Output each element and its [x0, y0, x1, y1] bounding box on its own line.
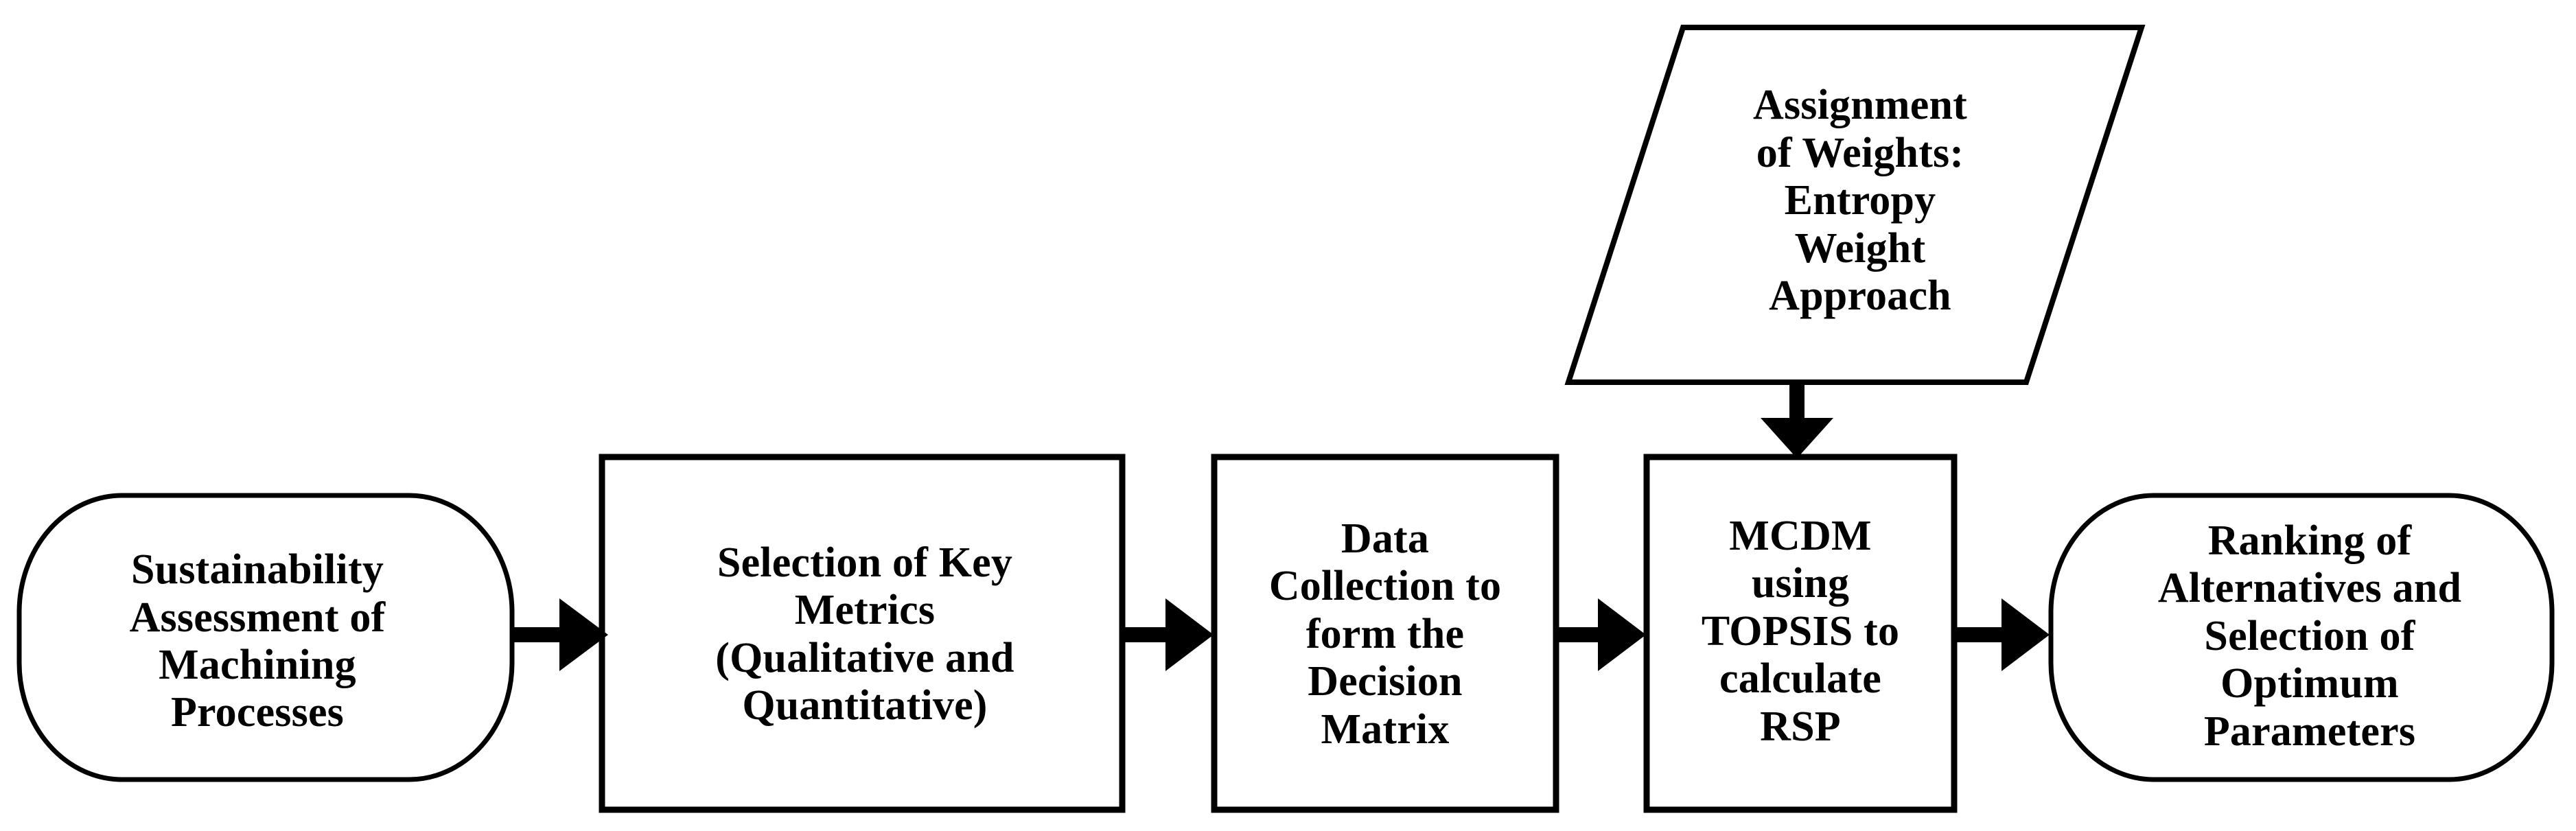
node-shape-mcdm[interactable]	[1643, 454, 1958, 813]
edge-data-to-mcdm	[1557, 598, 1646, 671]
node-shape-weights[interactable]	[1564, 25, 2146, 385]
edge-start-to-metrics	[511, 598, 608, 671]
edge-metrics-to-data	[1123, 598, 1214, 671]
edge-weights-to-mcdm	[1761, 382, 1833, 458]
node-shape-metrics[interactable]	[599, 454, 1126, 813]
node-shape-ranking[interactable]	[2048, 493, 2555, 782]
node-shape-start[interactable]	[16, 493, 515, 782]
edge-mcdm-to-ranking	[1955, 598, 2050, 671]
node-shape-data[interactable]	[1211, 454, 1559, 813]
